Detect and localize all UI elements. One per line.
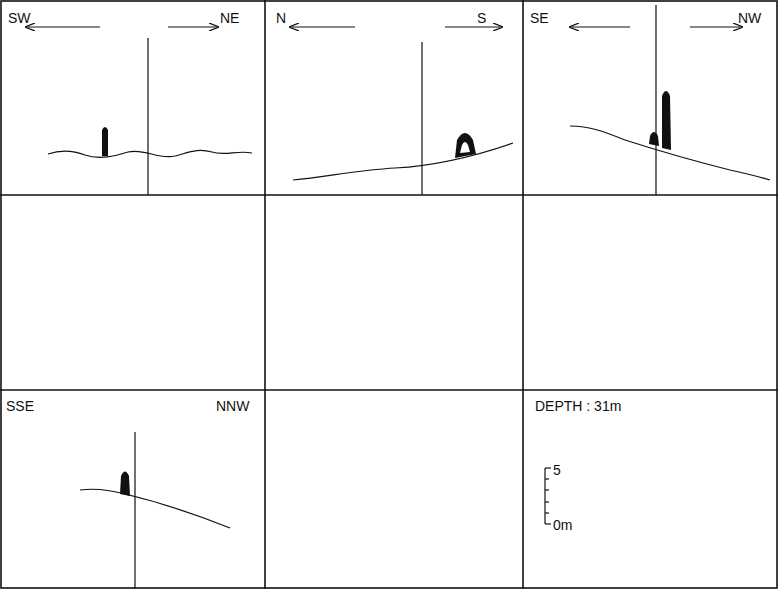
direction-label: NNW (216, 398, 249, 414)
direction-label: NE (220, 10, 239, 26)
direction-label: SW (8, 10, 31, 26)
direction-label: SE (530, 10, 549, 26)
direction-label: S (477, 10, 486, 26)
scale-label: 5 (553, 462, 561, 478)
direction-label: SSE (6, 398, 34, 414)
scale-label: 0m (553, 517, 572, 533)
direction-label: N (276, 10, 286, 26)
depth-label: DEPTH : 31m (535, 398, 621, 414)
direction-label: NW (738, 10, 761, 26)
